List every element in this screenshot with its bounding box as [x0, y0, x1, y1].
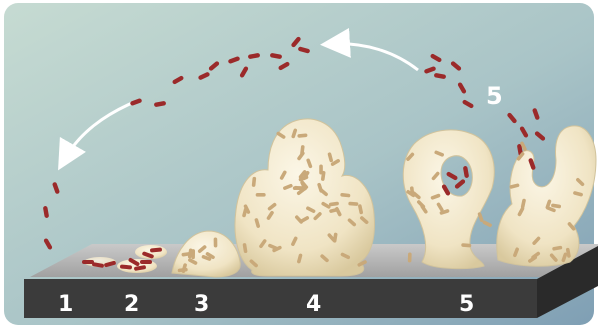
bacterium: [140, 260, 152, 264]
embedded-cell: [214, 237, 218, 247]
stage-label-3: 3: [194, 292, 209, 317]
stage-label-4: 4: [306, 292, 321, 317]
embedded-cell: [348, 202, 358, 206]
bacterium: [82, 260, 94, 264]
dispersal-stage-label: 5: [486, 82, 503, 110]
stage-label-1: 1: [58, 292, 73, 317]
embedded-cell: [408, 252, 412, 262]
embedded-cell: [256, 193, 266, 197]
stage-label-5: 5: [459, 292, 474, 317]
stage-label-2: 2: [124, 292, 139, 317]
embedded-cell: [319, 165, 323, 175]
